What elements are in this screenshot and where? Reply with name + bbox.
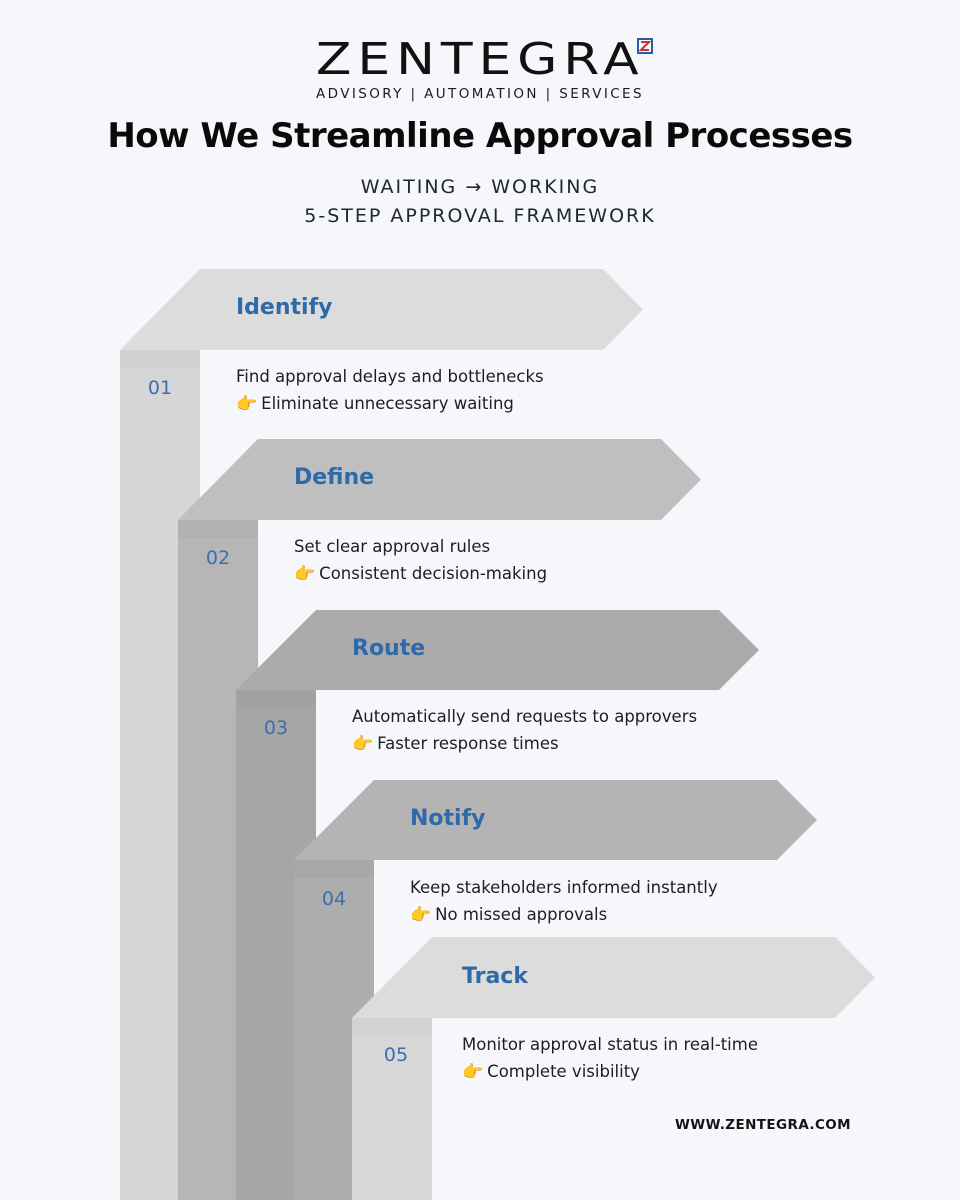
step-01-title: Identify — [236, 295, 333, 320]
step-03-benefit: Faster response times — [377, 734, 559, 753]
pointing-hand-icon: 👉 — [236, 394, 258, 414]
step-fold-shade — [236, 690, 316, 708]
brand-mark-icon — [637, 38, 653, 54]
brand-tagline: ADVISORY | AUTOMATION | SERVICES — [316, 86, 644, 102]
step-01-benefit: Eliminate unnecessary waiting — [261, 394, 514, 413]
step-03-description: Automatically send requests to approvers — [352, 707, 698, 726]
page-title: How We Streamline Approval Processes — [107, 116, 853, 156]
website-link[interactable]: WWW.ZENTEGRA.COM — [675, 1117, 851, 1133]
step-fold-shade — [178, 520, 258, 538]
step-arrow-band — [178, 439, 701, 520]
pointing-hand-icon: 👉 — [352, 734, 374, 754]
step-05-text: Monitor approval status in real-time 👉Co… — [462, 1031, 758, 1086]
step-02-text: Set clear approval rules 👉Consistent dec… — [294, 533, 547, 588]
step-01-benefit-line: 👉Eliminate unnecessary waiting — [236, 390, 544, 418]
step-04-number: 04 — [321, 888, 347, 910]
step-02-description: Set clear approval rules — [294, 537, 491, 556]
step-05-description: Monitor approval status in real-time — [462, 1035, 758, 1054]
brand-logo: ZENTEGRA — [0, 38, 960, 82]
step-04-text: Keep stakeholders informed instantly 👉No… — [410, 874, 718, 929]
step-fold-shade — [294, 860, 374, 878]
step-arrow-band — [352, 937, 875, 1018]
step-arrow-band — [120, 269, 643, 350]
pointing-hand-icon: 👉 — [462, 1062, 484, 1082]
step-04-title: Notify — [410, 806, 486, 831]
step-05-column — [352, 937, 875, 1200]
step-03-benefit-line: 👉Faster response times — [352, 730, 697, 758]
step-01-description: Find approval delays and bottlenecks — [236, 367, 544, 386]
step-02-benefit: Consistent decision-making — [319, 564, 548, 583]
step-column-band — [352, 1018, 432, 1200]
step-02-title: Define — [294, 465, 375, 490]
step-01-text: Find approval delays and bottlenecks 👉El… — [236, 363, 544, 418]
step-arrow-band — [236, 610, 759, 690]
step-05-number: 05 — [383, 1044, 409, 1066]
step-fold-shade — [352, 1018, 432, 1036]
pointing-hand-icon: 👉 — [410, 905, 432, 925]
pointing-hand-icon: 👉 — [294, 564, 316, 584]
step-02-benefit-line: 👉Consistent decision-making — [294, 560, 547, 588]
subtitle-line-1: WAITING → WORKING — [360, 176, 600, 198]
step-05-title: Track — [462, 964, 528, 989]
step-04-description: Keep stakeholders informed instantly — [410, 878, 718, 897]
step-02-number: 02 — [205, 547, 231, 569]
step-03-title: Route — [352, 636, 426, 661]
step-05-benefit-line: 👉Complete visibility — [462, 1058, 758, 1086]
subtitle-line-2: 5-STEP APPROVAL FRAMEWORK — [304, 205, 656, 227]
step-05-benefit: Complete visibility — [487, 1062, 640, 1081]
step-01-number: 01 — [147, 377, 173, 399]
step-arrow-band — [294, 780, 817, 860]
step-02-column — [178, 439, 701, 1200]
step-04-benefit-line: 👉No missed approvals — [410, 901, 718, 929]
step-fold-shade — [120, 350, 200, 368]
brand-name: ZENTEGRA — [315, 34, 645, 85]
step-03-text: Automatically send requests to approvers… — [352, 703, 697, 758]
step-03-number: 03 — [263, 717, 289, 739]
step-04-benefit: No missed approvals — [435, 905, 608, 924]
